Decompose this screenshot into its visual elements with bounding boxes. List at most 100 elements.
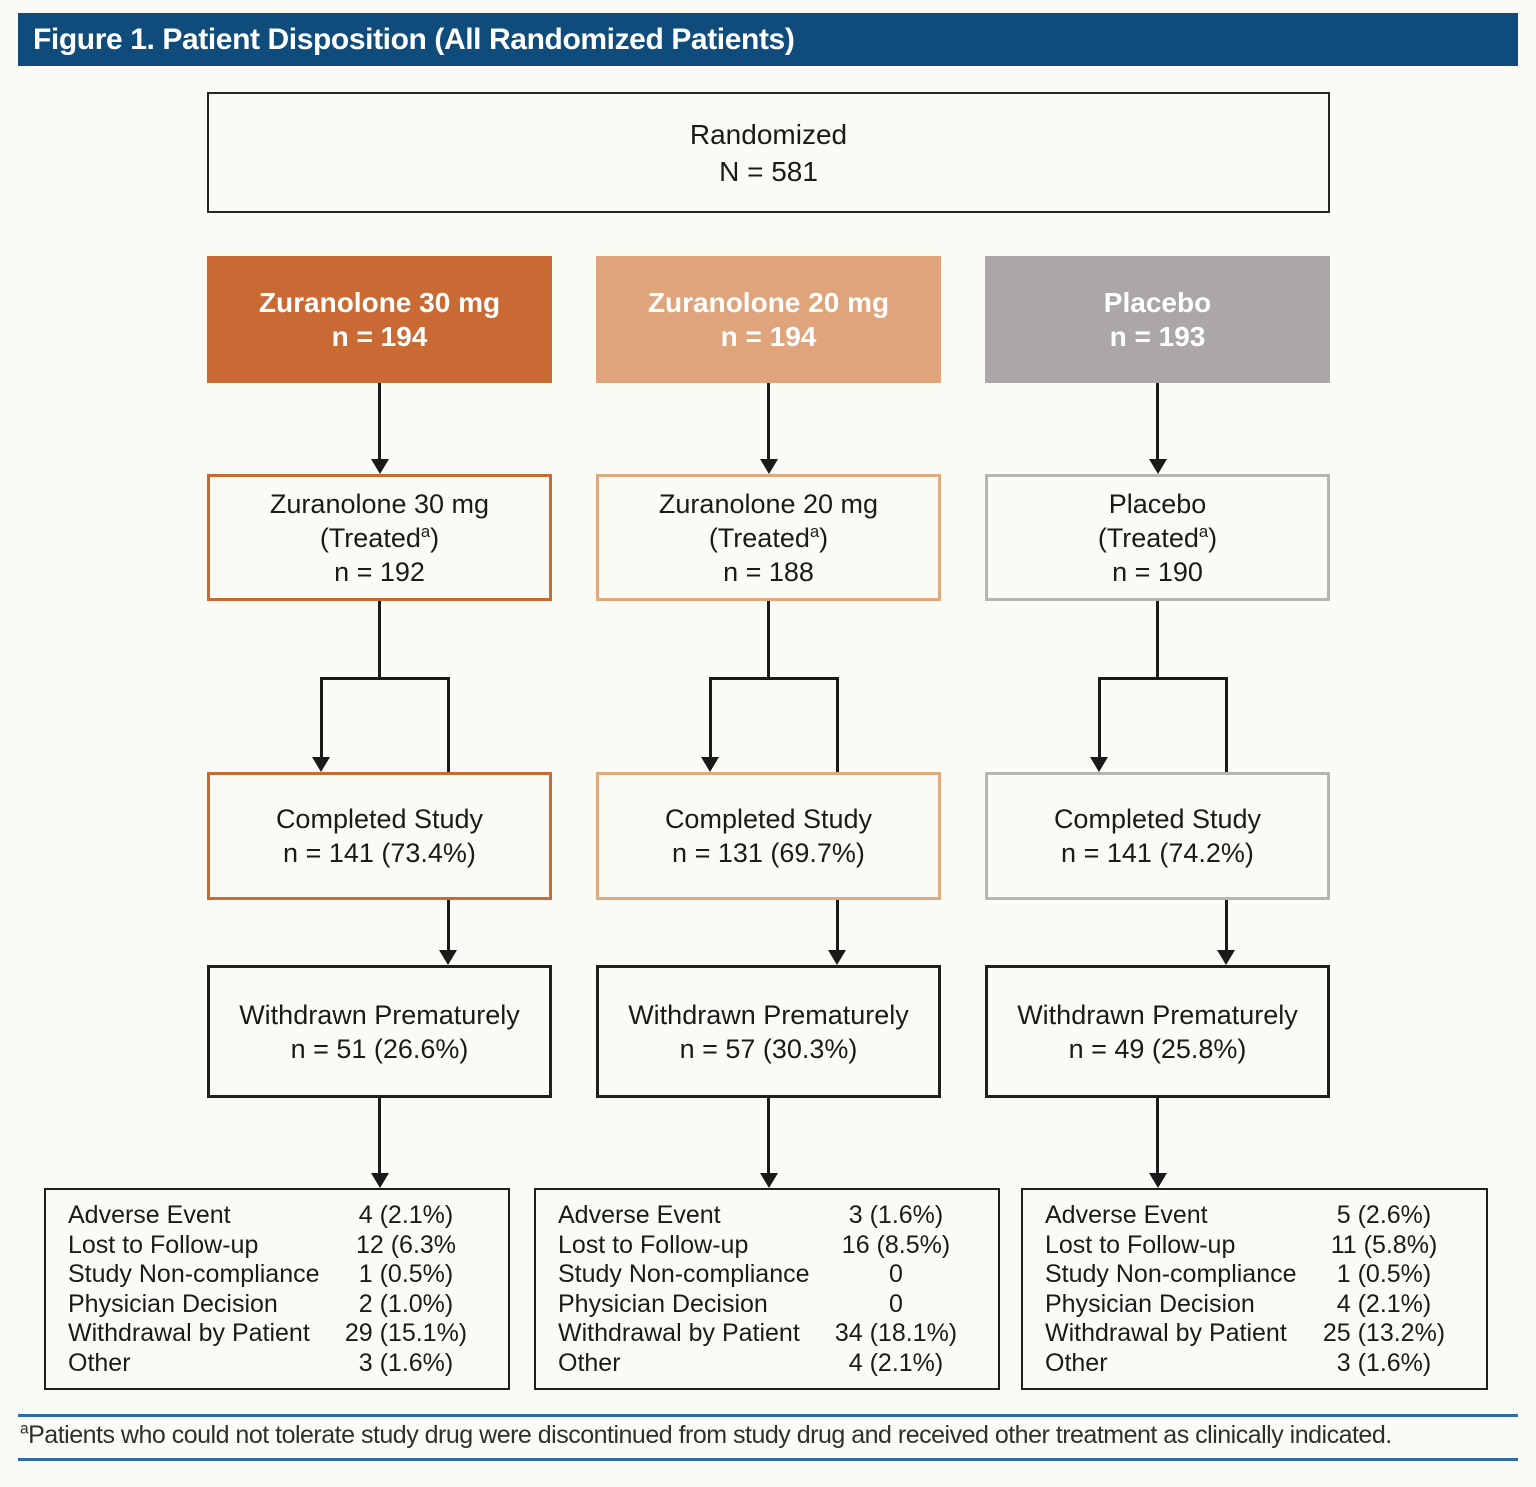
- reason-value: 1 (0.5%): [358, 1260, 454, 1288]
- connector-left-branch: [1098, 677, 1101, 760]
- arrow-down-head: [1217, 950, 1235, 965]
- reason-label: Physician Decision: [1045, 1289, 1255, 1318]
- reason-value: 16 (8.5%): [841, 1230, 951, 1259]
- connector-line: [1156, 1098, 1159, 1175]
- withdrawal-reasons-box: Adverse Event 5 (2.6%) Lost to Follow-up 1…: [1021, 1188, 1488, 1390]
- reason-value: 3 (1.6%): [358, 1348, 454, 1377]
- reason-label: Other: [1045, 1348, 1108, 1377]
- connector-right-branch: [1225, 677, 1228, 774]
- reason-label: Lost to Follow-up: [68, 1230, 259, 1259]
- completed-study-box: Completed Study n = 141 (73.4%): [207, 772, 552, 900]
- treated-label-text: (Treated: [1097, 522, 1199, 553]
- arm-header-name: Placebo: [1103, 286, 1212, 318]
- superscript-a: a: [809, 521, 820, 541]
- connector-line: [378, 383, 381, 461]
- arrow-down-head: [701, 757, 719, 772]
- arrow-down-head: [1090, 757, 1108, 772]
- connector-stem: [1156, 601, 1159, 680]
- treated-name: Zuranolone 30 mg: [269, 488, 490, 519]
- withdrawn-label: Withdrawn Prematurely: [239, 999, 520, 1030]
- reason-label: Physician Decision: [68, 1289, 278, 1318]
- treated-label: (Treateda): [709, 521, 828, 555]
- reason-label: Lost to Follow-up: [558, 1230, 749, 1259]
- treated-n: n = 190: [1112, 556, 1203, 587]
- withdrawn-box: Withdrawn Prematurely n = 57 (30.3%): [596, 965, 941, 1098]
- reason-row: Physician Decision 2 (1.0%): [68, 1290, 492, 1320]
- withdrawn-n: n = 49 (25.8%): [1068, 1033, 1247, 1064]
- reason-label: Other: [68, 1348, 131, 1377]
- reason-value: 3 (1.6%): [1336, 1348, 1432, 1377]
- arm-header-box: Placebo n = 193: [985, 256, 1330, 383]
- connector-line: [767, 383, 770, 461]
- connector-stem: [767, 601, 770, 680]
- reason-row: Adverse Event 3 (1.6%): [558, 1201, 982, 1231]
- arm-header-box: Zuranolone 30 mg n = 194: [207, 256, 552, 383]
- completed-n: n = 131 (69.7%): [672, 838, 865, 868]
- reason-row: Other 3 (1.6%): [1045, 1349, 1470, 1379]
- reason-value: 2 (1.0%): [358, 1289, 454, 1318]
- reason-value: 1 (0.5%): [1336, 1260, 1432, 1288]
- footnote: aPatients who could not tolerate study d…: [20, 1421, 1516, 1450]
- reason-value: 12 (6.3%: [355, 1230, 457, 1259]
- arm-header-n: n = 194: [720, 320, 817, 352]
- arm-column-zuranolone-30mg: Zuranolone 30 mg n = 194 Zuranolone 30 m…: [207, 0, 552, 1200]
- arm-header-n: n = 193: [1109, 320, 1206, 352]
- reason-value: 4 (2.1%): [848, 1348, 944, 1377]
- arrow-down-head: [828, 950, 846, 965]
- superscript-a: a: [1198, 521, 1209, 541]
- withdrawn-label: Withdrawn Prematurely: [628, 999, 909, 1030]
- completed-n: n = 141 (73.4%): [283, 838, 476, 868]
- withdrawn-label: Withdrawn Prematurely: [1017, 999, 1298, 1030]
- reason-label: Study Non-compliance: [1045, 1260, 1297, 1288]
- treated-label: (Treateda): [1098, 521, 1217, 555]
- connector-right-branch: [447, 677, 450, 774]
- withdrawn-n: n = 57 (30.3%): [679, 1033, 858, 1064]
- connector-left-branch: [709, 677, 712, 760]
- reason-value: 29 (15.1%): [344, 1319, 468, 1347]
- reason-row: Study Non-compliance 1 (0.5%): [1045, 1260, 1470, 1290]
- reason-row: Lost to Follow-up 12 (6.3%: [68, 1231, 492, 1261]
- reason-label: Other: [558, 1348, 621, 1377]
- reason-value: 0: [889, 1260, 903, 1288]
- reason-label: Adverse Event: [1045, 1201, 1208, 1229]
- arrow-down-head: [759, 459, 778, 474]
- reason-value: 25 (13.2%): [1322, 1319, 1446, 1347]
- treated-name: Placebo: [1108, 488, 1207, 519]
- superscript-a: a: [420, 521, 431, 541]
- treated-label-close: ): [1208, 522, 1218, 553]
- arm-header-name: Zuranolone 20 mg: [647, 286, 890, 318]
- treated-label: (Treateda): [320, 521, 439, 555]
- footnote-divider-bottom: [18, 1458, 1518, 1461]
- treated-label-text: (Treated: [319, 522, 421, 553]
- completed-label: Completed Study: [275, 804, 484, 834]
- arrow-down-head: [439, 950, 457, 965]
- completed-study-box: Completed Study n = 131 (69.7%): [596, 772, 941, 900]
- reason-label: Adverse Event: [558, 1201, 721, 1229]
- reason-label: Withdrawal by Patient: [558, 1319, 800, 1347]
- arm-column-zuranolone-20mg: Zuranolone 20 mg n = 194 Zuranolone 20 m…: [596, 0, 941, 1200]
- arm-header-name: Zuranolone 30 mg: [258, 286, 501, 318]
- figure-title-bar: Figure 1. Patient Disposition (All Rando…: [18, 13, 1518, 66]
- arrow-down-head: [1148, 459, 1167, 474]
- treated-label-close: ): [430, 522, 440, 553]
- reason-label: Lost to Follow-up: [1045, 1230, 1236, 1259]
- withdrawn-n: n = 51 (26.6%): [290, 1033, 469, 1064]
- reason-value: 4 (2.1%): [358, 1201, 454, 1229]
- reason-value: 5 (2.6%): [1336, 1201, 1432, 1229]
- withdrawn-box: Withdrawn Prematurely n = 51 (26.6%): [207, 965, 552, 1098]
- connector-line: [767, 1098, 770, 1175]
- reason-row: Adverse Event 5 (2.6%): [1045, 1201, 1470, 1231]
- reason-row: Lost to Follow-up 16 (8.5%): [558, 1231, 982, 1261]
- reason-value: 3 (1.6%): [848, 1201, 944, 1229]
- arrow-down-head: [1148, 1173, 1167, 1188]
- figure-title: Figure 1. Patient Disposition (All Rando…: [33, 22, 795, 56]
- arrow-down-head: [312, 757, 330, 772]
